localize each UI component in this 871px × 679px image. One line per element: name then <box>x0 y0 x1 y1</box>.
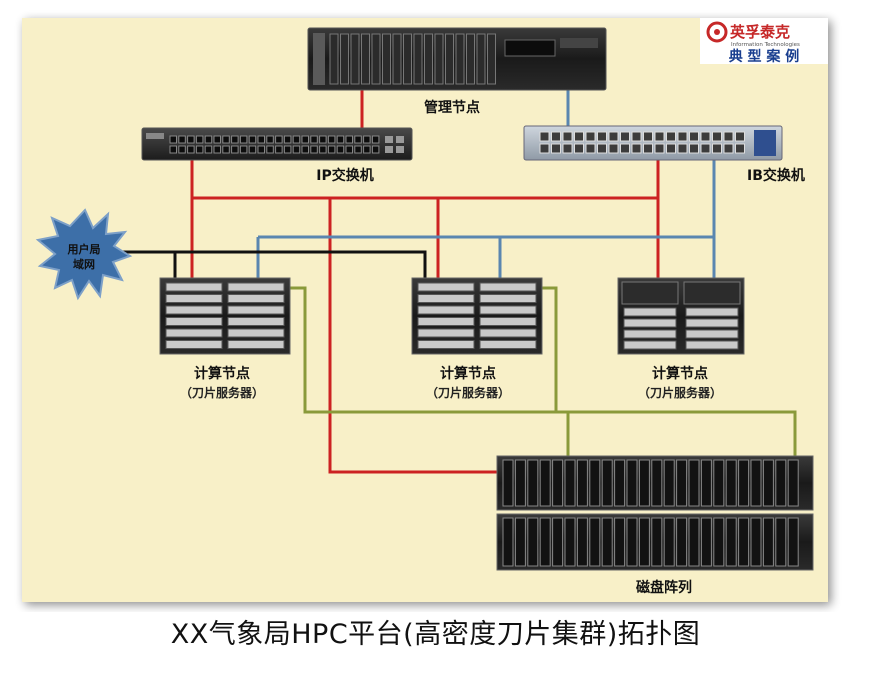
ib-network-links <box>256 88 716 280</box>
blade-slots <box>165 282 285 349</box>
user-lan-links <box>122 250 427 280</box>
disk-array-label: 磁盘阵列 <box>636 579 692 596</box>
ip-switch-device <box>141 127 413 161</box>
ib-switch-label: IB交换机 <box>747 167 805 184</box>
compute-node-1 <box>159 277 291 355</box>
compute-node-3-title: 计算节点 <box>652 365 708 382</box>
user-lan-label-line2: 域网 <box>73 257 95 271</box>
ib-switch-device <box>523 125 783 161</box>
company-logo: 英孚泰克 Information Technologies 典 型 案 例 <box>700 18 828 65</box>
topology-diagram: 管理节点 IP交换机 IB交换机 用户局 域网 计算节点 （刀片服务器） 计算节… <box>22 18 828 602</box>
starburst-icon <box>35 208 133 301</box>
logo-company-cn: 英孚泰克 <box>730 23 790 41</box>
logo-company-en: Information Technologies <box>731 42 800 48</box>
management-server <box>307 27 607 91</box>
compute-node-2 <box>411 277 543 355</box>
user-lan-label-line1: 用户局 <box>68 242 101 256</box>
switch-ports <box>539 131 745 154</box>
switch-ports <box>169 135 404 154</box>
disk-array <box>496 455 814 571</box>
compute-node-3-subtitle: （刀片服务器） <box>638 385 722 400</box>
compute-node-1-subtitle: （刀片服务器） <box>180 385 264 400</box>
ip-network-links <box>190 88 660 474</box>
blade-slots <box>623 307 739 350</box>
disk-bays <box>502 459 799 567</box>
blade-slots <box>417 282 537 349</box>
compute-node-2-title: 计算节点 <box>440 365 496 382</box>
drive-bays <box>329 33 496 85</box>
ip-switch-label: IP交换机 <box>316 167 373 184</box>
compute-node-2-subtitle: （刀片服务器） <box>426 385 510 400</box>
compute-node-1-title: 计算节点 <box>194 365 250 382</box>
user-lan-cloud: 用户局 域网 <box>35 208 133 301</box>
management-node-label: 管理节点 <box>424 99 480 116</box>
logo-tagline: 典 型 案 例 <box>729 48 800 65</box>
figure-caption: XX气象局HPC平台(高密度刀片集群)拓扑图 <box>170 619 701 650</box>
storage-links <box>290 286 797 456</box>
compute-node-3 <box>617 277 745 355</box>
connection-lines <box>122 88 797 474</box>
